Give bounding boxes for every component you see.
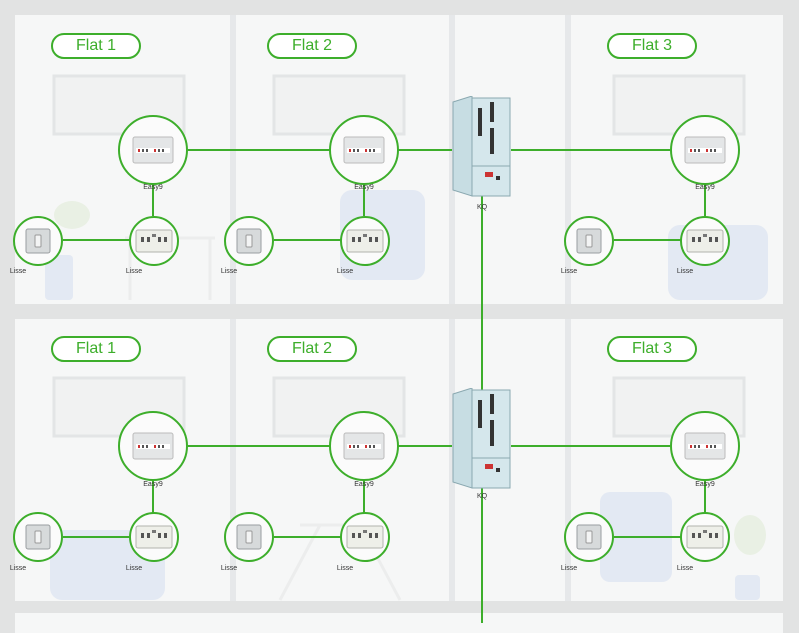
consumer-unit-icon bbox=[343, 432, 385, 460]
light-switch-icon bbox=[236, 228, 262, 254]
flat-3-label: Flat 3 bbox=[607, 33, 697, 59]
switch-flat-3-caption: Lisse bbox=[560, 268, 578, 275]
switch-flat-3-caption: Lisse bbox=[560, 565, 578, 572]
distribution-board-caption: KQ bbox=[476, 493, 488, 500]
double-socket-icon bbox=[135, 525, 173, 549]
socket-flat-3-caption: Lisse bbox=[676, 268, 694, 275]
socket-flat-2-caption: Lisse bbox=[336, 268, 354, 275]
switch-flat-3 bbox=[564, 512, 614, 562]
light-switch-icon bbox=[25, 228, 51, 254]
double-socket-icon bbox=[686, 525, 724, 549]
socket-flat-2 bbox=[340, 512, 390, 562]
distribution-board-icon bbox=[452, 388, 511, 489]
light-switch-icon bbox=[25, 524, 51, 550]
consumer-unit-flat-1 bbox=[118, 411, 188, 481]
switch-flat-2-caption: Lisse bbox=[220, 268, 238, 275]
switch-flat-1-caption: Lisse bbox=[9, 268, 27, 275]
switch-flat-3 bbox=[564, 216, 614, 266]
switch-flat-1 bbox=[13, 512, 63, 562]
socket-flat-2-caption: Lisse bbox=[336, 565, 354, 572]
light-switch-icon bbox=[576, 524, 602, 550]
switch-flat-2 bbox=[224, 512, 274, 562]
flat-2-label: Flat 2 bbox=[267, 33, 357, 59]
consumer-unit-icon bbox=[684, 432, 726, 460]
flat-2-label: Flat 2 bbox=[267, 336, 357, 362]
consumer-unit-flat-2 bbox=[329, 115, 399, 185]
switch-flat-2-caption: Lisse bbox=[220, 565, 238, 572]
distribution-board-icon bbox=[452, 96, 511, 197]
socket-flat-3 bbox=[680, 512, 730, 562]
flat-1-label: Flat 1 bbox=[51, 336, 141, 362]
double-socket-icon bbox=[135, 229, 173, 253]
consumer-unit-icon bbox=[132, 432, 174, 460]
flat-3-label: Flat 3 bbox=[607, 336, 697, 362]
consumer-unit-flat-3 bbox=[670, 411, 740, 481]
consumer-unit-flat-1 bbox=[118, 115, 188, 185]
consumer-unit-icon bbox=[684, 136, 726, 164]
switch-flat-1-caption: Lisse bbox=[9, 565, 27, 572]
flat-1-label: Flat 1 bbox=[51, 33, 141, 59]
consumer-unit-flat-2 bbox=[329, 411, 399, 481]
socket-flat-1-caption: Lisse bbox=[125, 268, 143, 275]
consumer-unit-flat-2-caption: Easy9 bbox=[354, 184, 374, 191]
consumer-unit-flat-1-caption: Easy9 bbox=[143, 184, 163, 191]
consumer-unit-icon bbox=[343, 136, 385, 164]
consumer-unit-flat-1-caption: Easy9 bbox=[143, 481, 163, 488]
double-socket-icon bbox=[346, 229, 384, 253]
socket-flat-3 bbox=[680, 216, 730, 266]
light-switch-icon bbox=[236, 524, 262, 550]
socket-flat-1-caption: Lisse bbox=[125, 565, 143, 572]
consumer-unit-flat-2-caption: Easy9 bbox=[354, 481, 374, 488]
consumer-unit-flat-3 bbox=[670, 115, 740, 185]
double-socket-icon bbox=[686, 229, 724, 253]
socket-flat-1 bbox=[129, 512, 179, 562]
socket-flat-2 bbox=[340, 216, 390, 266]
socket-flat-3-caption: Lisse bbox=[676, 565, 694, 572]
double-socket-icon bbox=[346, 525, 384, 549]
socket-flat-1 bbox=[129, 216, 179, 266]
distribution-board-caption: KQ bbox=[476, 204, 488, 211]
switch-flat-2 bbox=[224, 216, 274, 266]
switch-flat-1 bbox=[13, 216, 63, 266]
light-switch-icon bbox=[576, 228, 602, 254]
consumer-unit-icon bbox=[132, 136, 174, 164]
consumer-unit-flat-3-caption: Easy9 bbox=[695, 481, 715, 488]
consumer-unit-flat-3-caption: Easy9 bbox=[695, 184, 715, 191]
